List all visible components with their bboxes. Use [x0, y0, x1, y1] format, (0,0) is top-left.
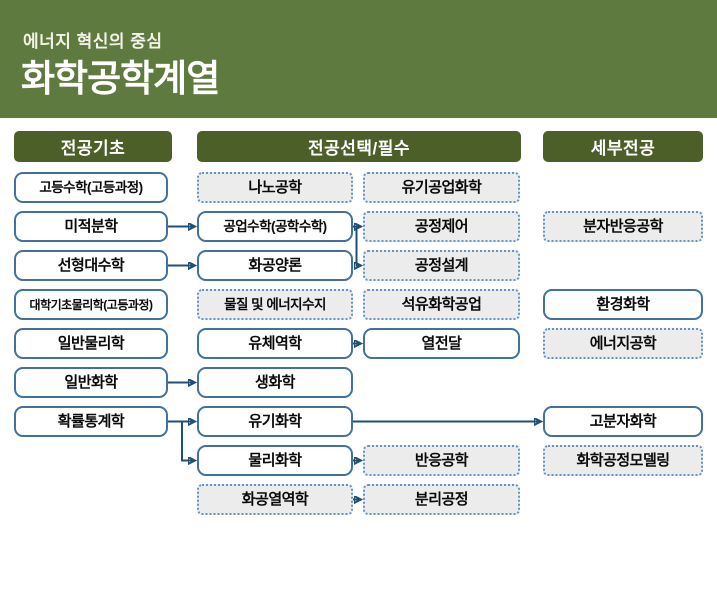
course-high-school-math: 고등수학(고등과정)	[14, 172, 168, 203]
course-engineering-math: 공업수학(공학수학)	[197, 211, 353, 242]
course-chemical-process-modeling: 화학공정모델링	[543, 445, 703, 476]
course-physical-chemistry: 물리화학	[197, 445, 353, 476]
course-process-design: 공정설계	[363, 250, 520, 281]
course-organic-chemistry: 유기화학	[197, 406, 353, 437]
course-heat-transfer: 열전달	[363, 328, 520, 359]
course-energy-engineering: 에너지공학	[543, 328, 703, 359]
column-header-specialized-major: 세부전공	[543, 131, 703, 162]
course-petrochemical-industry: 석유화학공업	[363, 289, 520, 320]
course-polymer-chemistry: 고분자화학	[543, 406, 703, 437]
course-fluid-mechanics: 유체역학	[197, 328, 353, 359]
course-linear-algebra: 선형대수학	[14, 250, 168, 281]
course-general-physics: 일반물리학	[14, 328, 168, 359]
course-mass-energy-balance: 물질 및 에너지수지	[197, 289, 353, 320]
course-chemical-thermodynamics: 화공열역학	[197, 484, 353, 515]
course-separation-process: 분리공정	[363, 484, 520, 515]
course-environmental-chemistry: 환경화학	[543, 289, 703, 320]
course-reaction-engineering: 반응공학	[363, 445, 520, 476]
course-probability-statistics: 확률통계학	[14, 406, 168, 437]
course-organic-industrial-chemistry: 유기공업화학	[363, 172, 520, 203]
connector-engineering-math-to-process-design	[357, 226, 361, 266]
column-header-major-basics: 전공기초	[14, 131, 172, 162]
page-title: 화학공학계열	[21, 58, 220, 99]
page-header: 에너지 혁신의 중심 화학공학계열	[0, 0, 717, 118]
column-header-major-elective-required: 전공선택/필수	[197, 131, 521, 162]
header-subtitle: 에너지 혁신의 중심	[23, 32, 163, 51]
course-calculus: 미적분학	[14, 211, 168, 242]
course-molecular-reaction-engineering: 분자반응공학	[543, 211, 703, 242]
course-college-basic-physics: 대학기초물리학(고등과정)	[14, 289, 168, 320]
course-general-chemistry: 일반화학	[14, 367, 168, 398]
course-process-control: 공정제어	[363, 211, 520, 242]
course-stoichiometry: 화공양론	[197, 250, 353, 281]
course-nano-engineering: 나노공학	[197, 172, 353, 203]
connector-probability-statistics-to-physical-chemistry	[181, 421, 194, 461]
course-biochemistry: 생화학	[197, 367, 353, 398]
